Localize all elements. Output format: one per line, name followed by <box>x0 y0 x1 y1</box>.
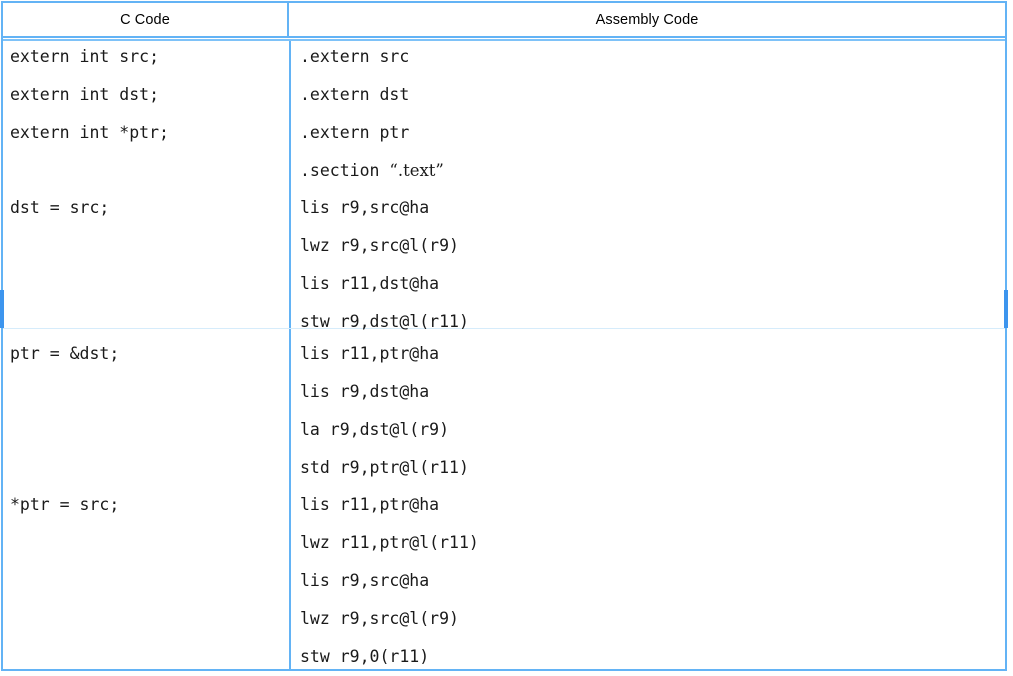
assembly-code-line: la r9,dst@l(r9) <box>300 420 450 439</box>
column-header-c-code-label: C Code <box>120 11 170 28</box>
table-body: extern int src; extern int dst; extern int… <box>0 41 1008 669</box>
c-code-line: extern int *ptr; <box>10 123 169 142</box>
section-divider-rule <box>3 328 1005 329</box>
header-rule-lower <box>3 39 1005 41</box>
c-code-column: extern int src; extern int dst; extern int… <box>3 41 289 669</box>
assembly-code-line-text: .section <box>300 161 390 180</box>
assembly-code-line: .extern src <box>300 47 410 66</box>
assembly-code-line: stw r9,dst@l(r11) <box>300 312 469 331</box>
assembly-code-line: lis r9,src@ha <box>300 198 430 217</box>
assembly-code-line: .extern ptr <box>300 123 410 142</box>
assembly-code-column: .extern src .extern dst .extern ptr .sectio… <box>291 41 1005 669</box>
assembly-code-line: lwz r11,ptr@l(r11) <box>300 533 479 552</box>
assembly-code-line: std r9,ptr@l(r11) <box>300 458 469 477</box>
column-header-c-code: C Code <box>3 3 289 36</box>
section-divider-tick-left <box>0 290 4 328</box>
column-header-assembly-code: Assembly Code <box>289 3 1005 36</box>
section-divider-tick-right <box>1004 290 1008 328</box>
assembly-code-line: lis r11,ptr@ha <box>300 495 440 514</box>
column-divider <box>289 41 291 669</box>
c-code-line: extern int dst; <box>10 85 160 104</box>
assembly-code-line: lis r9,dst@ha <box>300 382 430 401</box>
column-header-assembly-code-label: Assembly Code <box>595 11 699 28</box>
assembly-code-line: lis r9,src@ha <box>300 571 430 590</box>
c-code-line: *ptr = src; <box>10 495 120 514</box>
c-code-line: dst = src; <box>10 198 110 217</box>
assembly-code-line: lwz r9,src@l(r9) <box>300 236 459 255</box>
assembly-code-line: .extern dst <box>300 85 410 104</box>
header-rule-upper <box>3 36 1005 38</box>
assembly-code-line: .section “.text” <box>291 161 444 181</box>
assembly-code-line-quoted-operand: “.text” <box>389 161 444 180</box>
table-header-row: C Code Assembly Code <box>3 3 1005 36</box>
assembly-code-line: lis r11,ptr@ha <box>300 344 440 363</box>
header-double-rule <box>3 36 1005 41</box>
c-code-line: extern int src; <box>10 47 160 66</box>
c-code-line: ptr = &dst; <box>10 344 120 363</box>
assembly-code-line: stw r9,0(r11) <box>300 647 430 666</box>
assembly-code-line: lis r11,dst@ha <box>300 274 440 293</box>
assembly-code-line: lwz r9,src@l(r9) <box>300 609 459 628</box>
